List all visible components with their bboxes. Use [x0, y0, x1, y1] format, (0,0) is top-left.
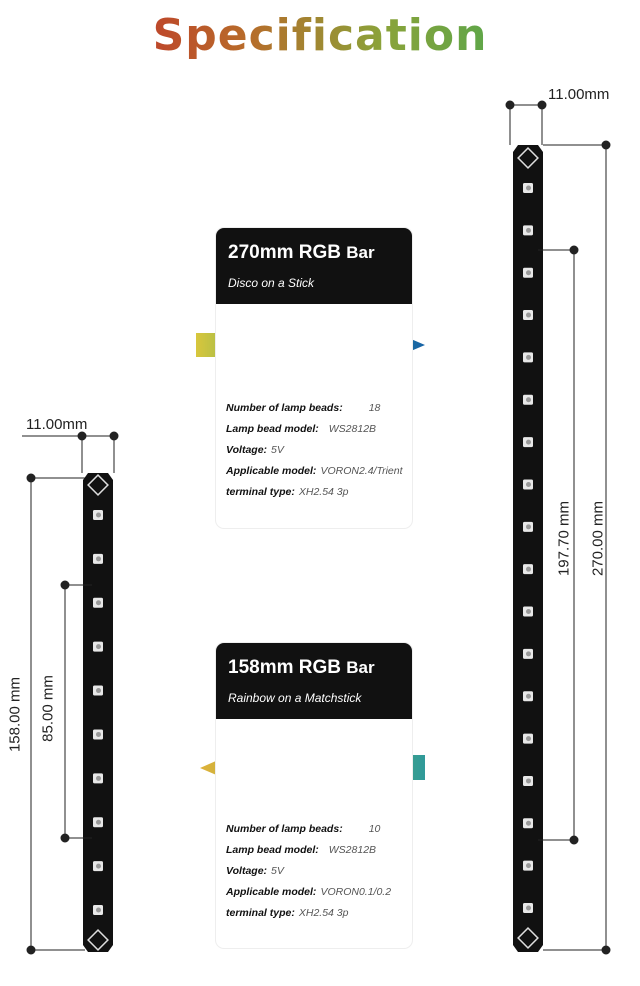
spec-row: Voltage:5V: [226, 861, 391, 882]
logo-mark-icon: [87, 929, 109, 951]
length-label-270: 270.00 mm: [589, 500, 607, 577]
led-bead-center: [96, 775, 101, 781]
spec-label: Voltage:: [226, 444, 268, 456]
spec-row: terminal type:XH2.54 3p: [226, 903, 391, 924]
logo-mark-icon: [517, 147, 539, 169]
led-bead-center: [526, 227, 531, 233]
inner-length-label-158: 85.00 mm: [39, 675, 57, 742]
spec-card-270-title-bar: Bar: [346, 243, 375, 262]
led-bead-center: [526, 185, 531, 191]
led-bar-158: [83, 473, 113, 952]
led-bead-center: [96, 819, 101, 825]
led-bead-center: [96, 556, 101, 562]
spec-value: 5V: [271, 865, 284, 877]
led-bead-center: [96, 688, 101, 694]
spec-row: Lamp bead model: WS2812B: [226, 840, 391, 861]
spec-label: Voltage:: [226, 865, 268, 877]
led-bead-center: [526, 397, 531, 403]
led-bead-center: [526, 270, 531, 276]
dimension-lines-270: [505, 100, 611, 955]
spec-row: terminal type:XH2.54 3p: [226, 482, 403, 503]
spec-label: Applicable model:: [226, 886, 317, 898]
spec-row: Applicable model:VORON0.1/0.2: [226, 882, 391, 903]
spec-row: Number of lamp beads: 18: [226, 398, 403, 419]
width-label-158: 11.00mm: [26, 416, 88, 433]
spec-value: 5V: [271, 444, 284, 456]
spec-card-270: 270mm RGB Bar Disco on a Stick Number of…: [216, 228, 412, 528]
logo-mark-icon: [87, 474, 109, 496]
spec-card-158-subtitle: Rainbow on a Matchstick: [228, 691, 362, 705]
spec-row: Voltage:5V: [226, 440, 403, 461]
led-bead-center: [526, 524, 531, 530]
led-bead-center: [526, 312, 531, 318]
spec-list-270: Number of lamp beads: 18 Lamp bead model:…: [226, 398, 403, 503]
spec-label: Applicable model:: [226, 465, 317, 477]
spec-card-270-header: 270mm RGB Bar Disco on a Stick: [216, 228, 412, 304]
spec-value: VORON0.1/0.2: [320, 886, 392, 898]
led-bead-center: [526, 609, 531, 615]
led-bead-center: [96, 731, 101, 737]
led-bead-center: [96, 863, 101, 869]
led-bead-center: [96, 600, 101, 606]
spec-card-270-subtitle: Disco on a Stick: [228, 276, 315, 290]
spec-row: Applicable model:VORON2.4/Trient: [226, 461, 403, 482]
logo-mark-icon: [517, 927, 539, 949]
led-bead-center: [526, 736, 531, 742]
spec-label: Lamp bead model:: [226, 423, 319, 435]
spec-label: terminal type:: [226, 907, 295, 919]
spec-value: WS2812B: [328, 423, 377, 435]
spec-card-158-title: 158mm RGB Bar: [228, 657, 375, 679]
inner-length-label-270: 197.70 mm: [555, 500, 573, 577]
spec-card-158-title-main: 158mm RGB: [228, 657, 341, 678]
led-bead-center: [526, 354, 531, 360]
spec-value: 18: [368, 402, 381, 414]
led-bead-center: [526, 905, 531, 911]
led-bead-center: [526, 778, 531, 784]
bead-group-158: [87, 474, 109, 951]
bead-group-270: [517, 147, 539, 949]
spec-value: XH2.54 3p: [298, 907, 349, 919]
width-label-270: 11.00mm: [548, 86, 610, 103]
led-bead-center: [526, 651, 531, 657]
led-bead-center: [526, 481, 531, 487]
length-label-158: 158.00 mm: [6, 676, 24, 753]
spec-card-158: 158mm RGB Bar Rainbow on a Matchstick Nu…: [216, 643, 412, 948]
spec-card-270-title: 270mm RGB Bar: [228, 242, 375, 264]
led-bead-center: [526, 439, 531, 445]
spec-label: Number of lamp beads:: [226, 823, 343, 835]
page-heading: Specification: [0, 10, 640, 61]
spec-value: XH2.54 3p: [298, 486, 349, 498]
spec-row: Lamp bead model: WS2812B: [226, 419, 403, 440]
led-bead-center: [526, 863, 531, 869]
spec-value: WS2812B: [328, 844, 377, 856]
spec-label: Number of lamp beads:: [226, 402, 343, 414]
led-bead-center: [96, 644, 101, 650]
spec-value: VORON2.4/Trient: [320, 465, 403, 477]
spec-value: 10: [368, 823, 381, 835]
led-bead-center: [526, 693, 531, 699]
spec-card-158-title-bar: Bar: [346, 658, 375, 677]
dimension-lines-158: [22, 431, 119, 955]
spec-label: terminal type:: [226, 486, 295, 498]
spec-card-270-title-main: 270mm RGB: [228, 242, 341, 263]
spec-row: Number of lamp beads: 10: [226, 819, 391, 840]
led-bar-270: [513, 145, 543, 952]
led-bead-center: [96, 907, 101, 913]
spec-list-158: Number of lamp beads: 10 Lamp bead model:…: [226, 819, 391, 924]
spec-card-158-header: 158mm RGB Bar Rainbow on a Matchstick: [216, 643, 412, 719]
led-bead-center: [526, 566, 531, 572]
spec-label: Lamp bead model:: [226, 844, 319, 856]
led-bead-center: [526, 820, 531, 826]
led-bead-center: [96, 512, 101, 518]
